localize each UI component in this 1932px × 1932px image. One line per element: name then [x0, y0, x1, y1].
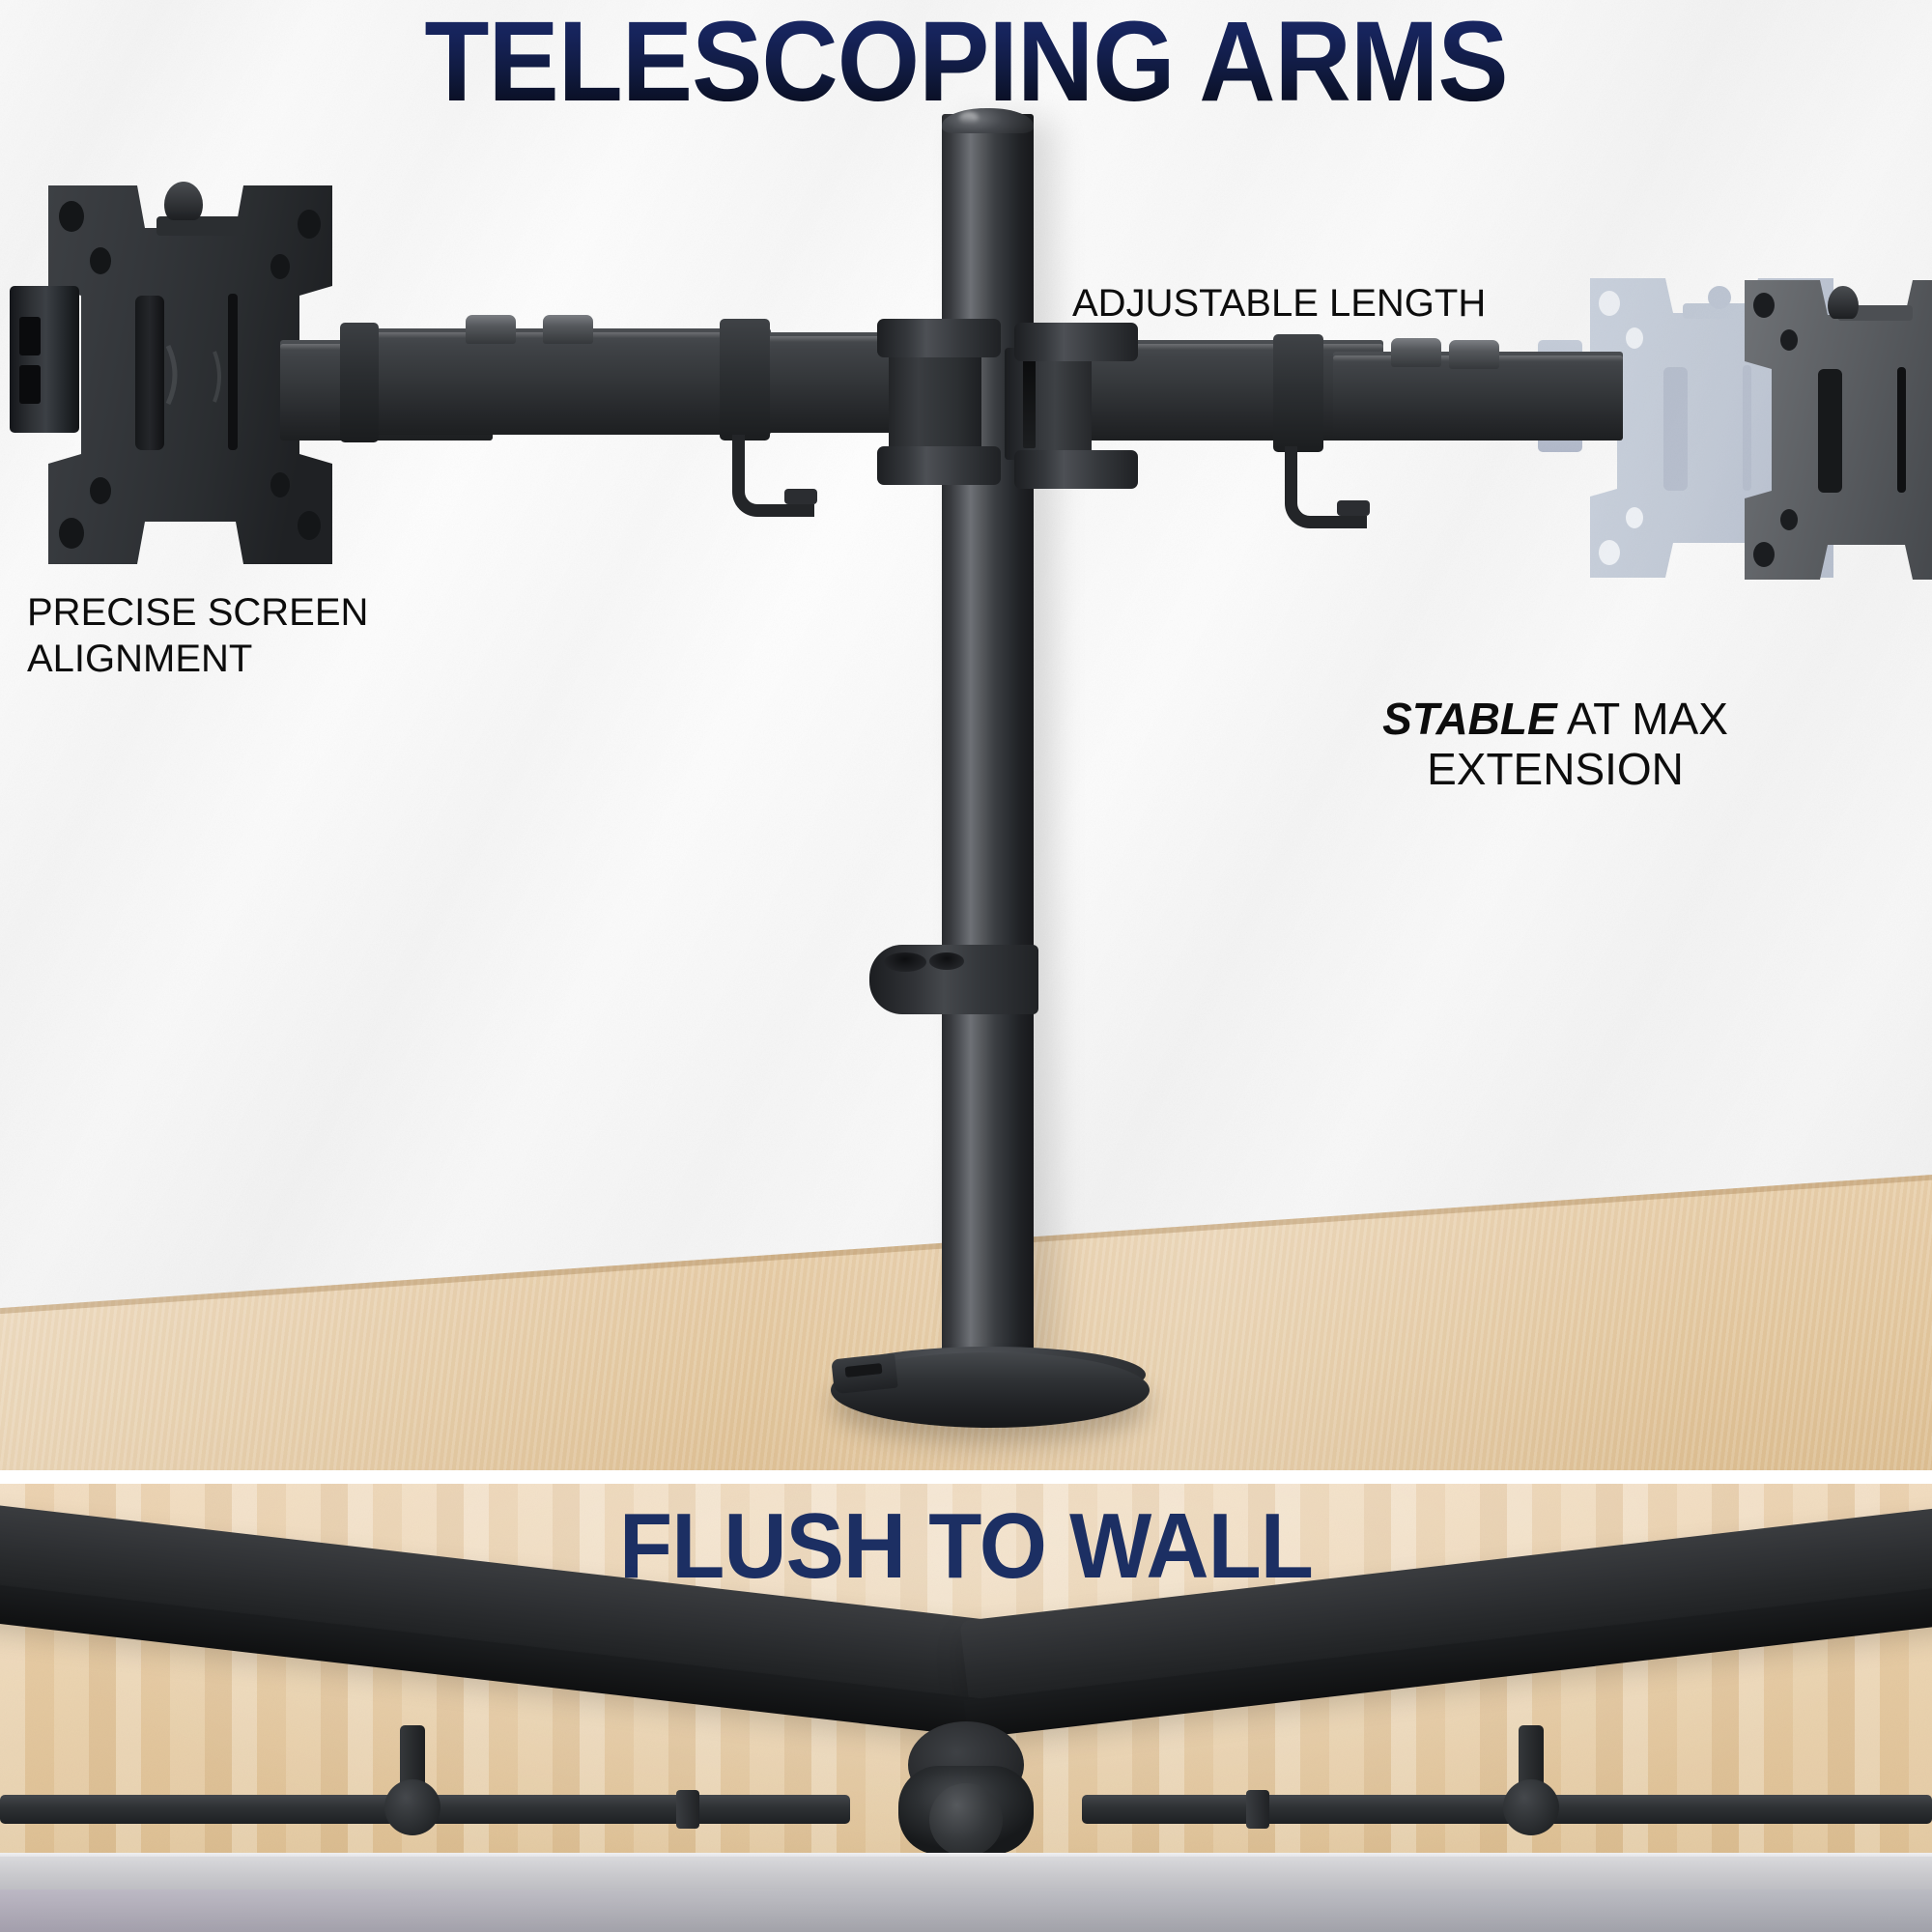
cable-clip-opening-a	[884, 952, 926, 972]
arm-hub-collar-left-upper	[877, 319, 1001, 357]
arm-adjustment-bolt-2	[543, 315, 593, 344]
page-title: TELESCOPING ARMS	[68, 0, 1864, 128]
desk-front-edge	[0, 1857, 1932, 1932]
telescoping-arm-left-inner	[355, 328, 771, 435]
arm-sleeve-left-b	[720, 319, 770, 440]
arm-left-swivel-joint	[384, 1779, 440, 1835]
top-panel-telescoping-arms: TELESCOPING ARMS ADJUSTABLE LENGTH PRECI…	[0, 0, 1932, 1472]
bracket-tilt-mechanism	[10, 286, 79, 433]
panel-divider	[0, 1470, 1932, 1484]
label-precise-screen-alignment: PRECISE SCREEN ALIGNMENT	[27, 591, 369, 680]
center-pole-core	[929, 1783, 1003, 1857]
bracket-tilt-knob-right	[1828, 286, 1859, 319]
arm-hub-collar-right-upper	[1014, 323, 1138, 361]
arm-right-collar-top-view	[1246, 1790, 1269, 1829]
label-stable-at-max-extension: STABLE AT MAX EXTENSION	[1256, 694, 1855, 795]
cable-hook-left	[732, 435, 814, 517]
bracket-tilt-slot-lower	[19, 365, 41, 404]
arm-adjustment-bolt-1	[466, 315, 516, 344]
telescoping-arm-left-bridge	[763, 332, 898, 433]
arm-adjustment-bolt-3	[1391, 338, 1441, 367]
cable-hook-right-tip	[1337, 500, 1370, 516]
arm-left-collar-top-view	[676, 1790, 699, 1829]
cable-hook-right	[1285, 446, 1367, 528]
bracket-tilt-slot-upper	[19, 317, 41, 355]
arm-right-swivel-joint	[1503, 1779, 1559, 1835]
label-stable-rest: AT MAX EXTENSION	[1427, 694, 1728, 795]
vesa-monitor-bracket-right-extended	[1721, 270, 1932, 589]
arm-hub-collar-right-lower	[1014, 450, 1138, 489]
label-adjustable-length: ADJUSTABLE LENGTH	[1072, 282, 1487, 325]
bracket-tilt-knob-left	[164, 182, 203, 220]
mounting-pole	[942, 114, 1034, 1379]
arm-hub-gap	[1023, 359, 1036, 448]
arm-hub-right-body	[1005, 348, 1092, 460]
arm-adjustment-bolt-4	[1449, 340, 1499, 369]
desk-front-edge-tint	[0, 1889, 1932, 1932]
label-stable-emphasis: STABLE	[1382, 694, 1557, 744]
arm-hub-left-body	[889, 344, 981, 456]
cable-hook-left-tip	[784, 489, 817, 504]
bottom-panel-title: FLUSH TO WALL	[619, 1494, 1314, 1598]
pole-cap-highlight	[959, 112, 979, 124]
arm-sleeve-right	[1273, 334, 1323, 452]
pole-top-cap	[942, 108, 1034, 133]
cable-clip-opening-b	[929, 952, 964, 970]
vesa-monitor-bracket-left	[21, 172, 359, 578]
arm-sleeve-left-a	[340, 323, 379, 442]
arm-hub-collar-left-lower	[877, 446, 1001, 485]
